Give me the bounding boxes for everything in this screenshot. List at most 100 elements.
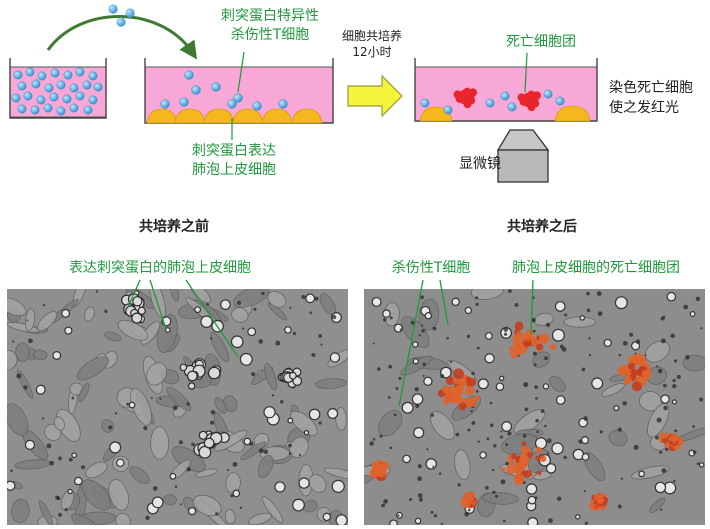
debris: [414, 387, 419, 392]
debris: [383, 498, 388, 504]
label-stain-line1: 染色死亡细胞: [609, 79, 693, 96]
round-cell: [308, 408, 321, 421]
debris: [629, 332, 634, 337]
debris: [674, 429, 678, 433]
debris: [143, 426, 148, 431]
debris: [536, 430, 539, 434]
round-cell: [284, 326, 292, 334]
debris: [532, 329, 536, 333]
debris: [430, 413, 434, 417]
debris: [622, 401, 627, 406]
debris: [432, 465, 435, 468]
cell-body: [108, 479, 130, 511]
debris: [26, 319, 29, 322]
cell-body: [11, 498, 30, 524]
debris: [535, 397, 538, 400]
cell-body: [192, 494, 222, 517]
round-cell: [35, 384, 46, 395]
tcell-floating: [125, 8, 135, 18]
round-cell: [230, 335, 244, 349]
debris: [210, 420, 215, 425]
round-cell: [424, 312, 433, 320]
debris: [699, 397, 704, 402]
round-cell: [591, 377, 604, 390]
well-coculture-after: [414, 52, 598, 122]
round-cell: [698, 462, 705, 468]
tcell: [17, 104, 27, 114]
debris: [430, 510, 434, 514]
round-cell: [24, 439, 36, 450]
tcell: [43, 103, 53, 113]
tcell: [555, 96, 565, 106]
round-cell: [402, 454, 411, 464]
tcell: [160, 99, 170, 109]
cell-body: [129, 466, 150, 484]
debris: [467, 508, 471, 512]
round-cell: [413, 427, 425, 439]
cell-body: [470, 289, 504, 300]
cell-cluster: [131, 312, 143, 324]
debris: [421, 329, 425, 333]
debris: [242, 327, 245, 330]
round-cell: [263, 406, 276, 419]
cell-body: [37, 311, 58, 332]
tcell: [11, 93, 21, 103]
debris: [68, 457, 73, 462]
debris: [492, 468, 495, 472]
round-cell: [298, 477, 310, 489]
debris: [292, 331, 297, 336]
cell-body: [315, 378, 347, 389]
debris: [485, 485, 489, 490]
dead-cell-cluster: [460, 491, 478, 509]
round-cell: [109, 441, 122, 454]
tcell-floating: [116, 17, 126, 27]
tcell: [56, 80, 66, 90]
debris: [398, 376, 402, 381]
debris: [466, 334, 471, 339]
debris: [104, 309, 108, 314]
tcell: [227, 99, 237, 109]
debris: [503, 519, 506, 523]
debris: [695, 296, 701, 302]
debris: [457, 483, 461, 487]
title-before: 共培养之前: [139, 218, 209, 235]
tcell: [56, 106, 66, 116]
cell-body: [240, 441, 267, 461]
debris: [114, 412, 118, 415]
tcell: [507, 102, 517, 112]
round-cell: [581, 453, 590, 461]
dead-cell-cluster: [617, 353, 652, 392]
debris: [662, 383, 667, 388]
debris: [438, 472, 442, 475]
debris: [288, 452, 292, 455]
debris: [548, 518, 553, 523]
tcell: [485, 98, 495, 108]
debris: [372, 438, 376, 441]
cell-body: [583, 452, 606, 482]
debris: [700, 327, 703, 330]
debris: [298, 453, 302, 457]
epithelial-cell: [203, 108, 235, 124]
debris: [503, 327, 509, 332]
epithelial-cell: [261, 108, 293, 124]
debris: [533, 363, 537, 367]
round-cell: [527, 495, 537, 505]
dead-cell-cluster: [517, 90, 542, 112]
debris: [271, 394, 275, 397]
round-cell: [194, 306, 202, 314]
round-cell: [412, 358, 419, 365]
round-cell: [545, 463, 557, 474]
cell-body: [248, 512, 272, 525]
dead-cell-cluster: [501, 441, 547, 485]
debris: [80, 465, 86, 470]
debris: [369, 441, 374, 446]
tcell: [88, 95, 98, 105]
debris: [489, 401, 493, 405]
cell-cluster: [137, 306, 146, 315]
debris: [544, 424, 547, 428]
epithelial-monolayer: [146, 108, 323, 124]
round-cell: [305, 293, 316, 304]
cell-body: [150, 426, 170, 460]
debris: [564, 313, 568, 317]
